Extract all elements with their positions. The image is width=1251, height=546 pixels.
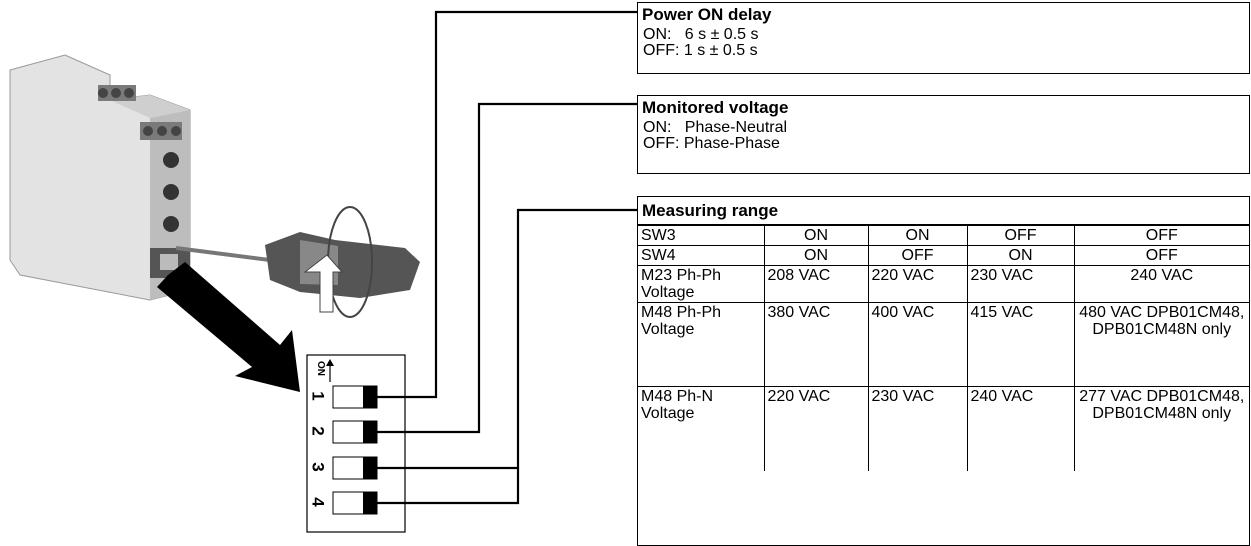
table-row: M23 Ph-Ph Voltage 208 VAC 220 VAC 230 VA… xyxy=(638,265,1249,303)
table-row: M48 Ph-N Voltage 220 VAC 230 VAC 240 VAC… xyxy=(638,386,1249,471)
table-cell: 240 VAC xyxy=(1073,265,1249,303)
table-row: SW3 ON ON OFF OFF xyxy=(638,225,1249,246)
dip-number-3: 3 xyxy=(308,462,328,472)
wire-sw2 xyxy=(377,102,637,434)
table-cell: M48 Ph-Ph Voltage xyxy=(638,302,765,387)
table-cell: ON xyxy=(867,225,968,246)
power-on-delay-off: OFF: 1 s ± 0.5 s xyxy=(643,42,758,59)
monitored-voltage-box: Monitored voltage ON: Phase-Neutral OFF:… xyxy=(637,95,1250,174)
pointer-arrow xyxy=(157,262,300,392)
monitored-voltage-off: OFF: Phase-Phase xyxy=(643,135,780,152)
wire-sw1 xyxy=(377,10,637,399)
table-cell: ON xyxy=(763,245,869,266)
dip-number-1: 1 xyxy=(308,391,328,401)
table-cell: OFF xyxy=(1073,225,1249,246)
table-row: M48 Ph-Ph Voltage 380 VAC 400 VAC 415 VA… xyxy=(638,302,1249,387)
table-cell: 230 VAC xyxy=(966,265,1075,303)
table-cell: OFF xyxy=(966,225,1075,246)
table-cell: 400 VAC xyxy=(867,302,968,387)
connector-wires xyxy=(377,10,637,505)
power-on-delay-title: Power ON delay xyxy=(642,5,772,24)
wire-sw4 xyxy=(377,468,520,505)
table-cell: 208 VAC xyxy=(763,265,869,303)
table-cell: 240 VAC xyxy=(966,386,1075,471)
table-row: SW4 ON OFF ON OFF xyxy=(638,245,1249,266)
table-cell: OFF xyxy=(1073,245,1249,266)
monitored-voltage-title: Monitored voltage xyxy=(642,98,789,117)
relay-device-illustration xyxy=(9,54,420,318)
table-cell: 380 VAC xyxy=(763,302,869,387)
measuring-range-title: Measuring range xyxy=(638,197,1249,225)
table-cell: 480 VAC DPB01CM48, DPB01CM48N only xyxy=(1073,302,1249,387)
power-on-delay-on: ON: 6 s ± 0.5 s xyxy=(643,26,759,43)
dip-number-2: 2 xyxy=(308,426,328,436)
dip-on-label: ON xyxy=(315,361,326,376)
table-cell: 230 VAC xyxy=(867,386,968,471)
table-cell: ON xyxy=(966,245,1075,266)
measuring-range-table: SW3 ON ON OFF OFF SW4 ON OFF ON OFF M23 … xyxy=(638,225,1249,471)
table-cell: 277 VAC DPB01CM48, DPB01CM48N only xyxy=(1073,386,1249,471)
table-cell: M23 Ph-Ph Voltage xyxy=(638,265,765,303)
measuring-range-box: Measuring range SW3 ON ON OFF OFF SW4 ON… xyxy=(637,196,1250,546)
table-cell: 220 VAC xyxy=(867,265,968,303)
table-cell: OFF xyxy=(867,245,968,266)
table-cell: M48 Ph-N Voltage xyxy=(638,386,765,471)
power-on-delay-box: Power ON delay ON: 6 s ± 0.5 s OFF: 1 s … xyxy=(637,2,1250,74)
table-cell: 415 VAC xyxy=(966,302,1075,387)
monitored-voltage-on: ON: Phase-Neutral xyxy=(643,119,788,136)
table-cell: SW4 xyxy=(638,245,765,266)
table-cell: 220 VAC xyxy=(763,386,869,471)
dip-number-4: 4 xyxy=(308,497,328,507)
table-cell: SW3 xyxy=(638,225,765,246)
table-cell: ON xyxy=(763,225,869,246)
wire-sw3 xyxy=(377,208,637,470)
